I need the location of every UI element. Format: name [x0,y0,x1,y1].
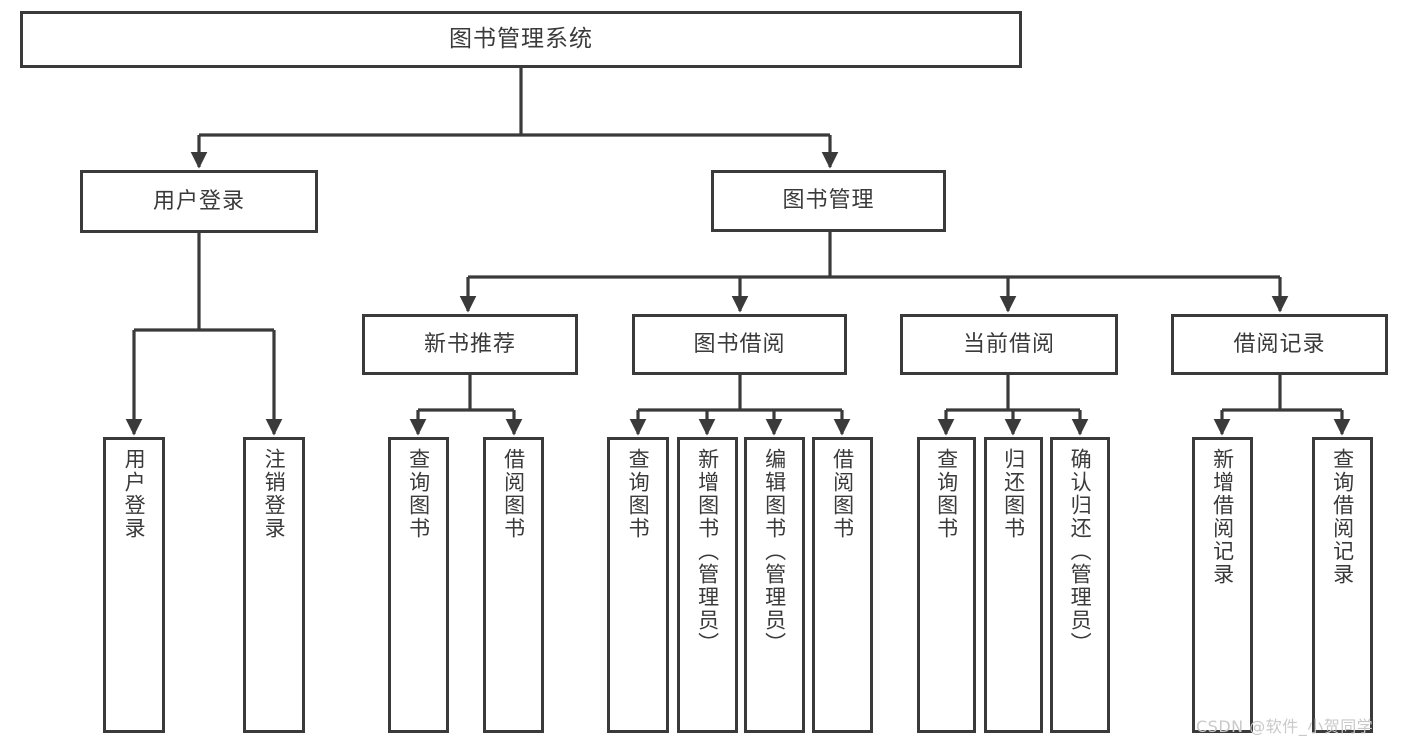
leaf-edit-book-admin[interactable]: 编辑图书（管理员） [744,437,805,733]
node-book-borrow[interactable]: 图书借阅 [632,314,847,375]
node-label: 借阅图书 [830,448,855,540]
node-label: 归还图书 [1001,448,1026,540]
node-label: 图书管理 [782,188,875,214]
node-label: 查询图书 [406,448,431,540]
leaf-query-borrow-record[interactable]: 查询借阅记录 [1312,437,1373,733]
node-label: 借阅图书 [501,448,526,540]
node-label: 新书推荐 [423,331,516,357]
node-label: 新增图书（管理员） [695,448,720,655]
leaf-add-borrow-record[interactable]: 新增借阅记录 [1192,437,1253,733]
leaf-borrow-book-newbook[interactable]: 借阅图书 [483,437,544,733]
leaf-borrow-book[interactable]: 借阅图书 [812,437,873,733]
node-label: 确认归还（管理员） [1068,448,1093,655]
node-label: 图书借阅 [693,331,786,357]
leaf-logout[interactable]: 注销登录 [243,437,305,733]
node-label: 借阅记录 [1233,331,1326,357]
node-label: 注销登录 [262,448,287,540]
node-label: 查询图书 [934,448,959,540]
node-root-system[interactable]: 图书管理系统 [20,11,1022,68]
leaf-query-book-borrow[interactable]: 查询图书 [607,437,669,733]
node-book-management[interactable]: 图书管理 [711,170,946,232]
leaf-user-login[interactable]: 用户登录 [103,437,165,733]
node-label: 当前借阅 [962,331,1055,357]
node-borrow-record[interactable]: 借阅记录 [1171,314,1388,375]
node-label: 用户登录 [152,188,245,214]
node-label: 图书管理系统 [449,26,593,53]
node-label: 编辑图书（管理员） [762,448,787,655]
node-label: 用户登录 [122,448,147,540]
node-label: 查询借阅记录 [1330,448,1355,586]
leaf-query-book-current[interactable]: 查询图书 [917,437,976,733]
leaf-query-book-newbook[interactable]: 查询图书 [388,437,449,733]
node-current-borrow[interactable]: 当前借阅 [900,314,1118,375]
node-new-book-recommend[interactable]: 新书推荐 [362,314,578,375]
leaf-add-book-admin[interactable]: 新增图书（管理员） [677,437,738,733]
node-label: 查询图书 [626,448,651,540]
csdn-watermark: CSDN @软件_小贺同学 [1196,717,1374,736]
leaf-confirm-return-admin[interactable]: 确认归还（管理员） [1050,437,1110,733]
node-user-login[interactable]: 用户登录 [80,170,318,233]
node-label: 新增借阅记录 [1210,448,1235,586]
leaf-return-book[interactable]: 归还图书 [984,437,1043,733]
